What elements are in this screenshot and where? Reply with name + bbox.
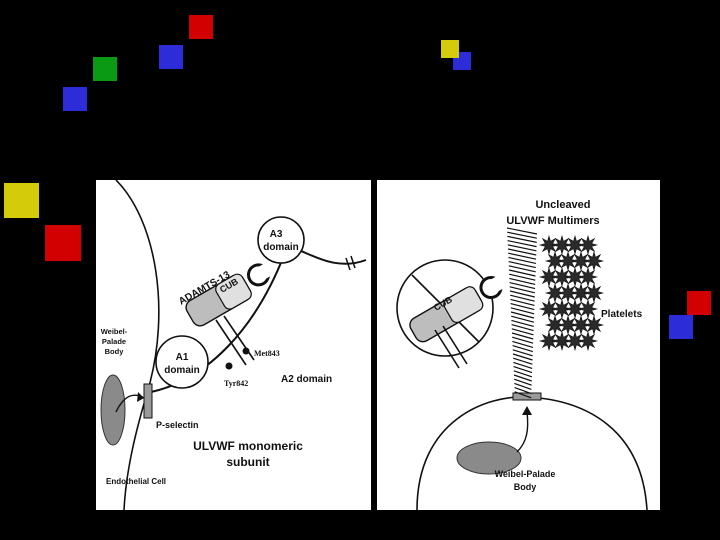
right-diagram-panel: Uncleaved ULVWF Multimers CUB Platelets … bbox=[377, 180, 660, 510]
p-selectin-label: P-selectin bbox=[156, 420, 199, 430]
wp-label-3: Body bbox=[105, 347, 125, 356]
platelet-star bbox=[585, 252, 603, 270]
platelet-star bbox=[579, 236, 597, 254]
decor-square-red-3 bbox=[687, 291, 711, 315]
met843-label: Met843 bbox=[254, 349, 280, 358]
wp-right-label-2: Body bbox=[514, 482, 537, 492]
met843-site bbox=[243, 348, 250, 355]
platelets-label: Platelets bbox=[601, 309, 643, 320]
ulvwf-multimer-hatch bbox=[507, 228, 537, 398]
right-diagram-svg: Uncleaved ULVWF Multimers CUB Platelets … bbox=[377, 180, 660, 510]
decor-square-blue-1 bbox=[159, 45, 183, 69]
decor-square-yellow-small bbox=[441, 40, 459, 58]
uncleaved-label-1: Uncleaved bbox=[535, 199, 590, 211]
endothelial-label: Endothelial Cell bbox=[106, 477, 166, 486]
decor-square-red-1 bbox=[189, 15, 213, 39]
a1-label-1: A1 bbox=[176, 352, 189, 363]
p-selectin-anchor bbox=[144, 384, 152, 418]
weibel-palade-body bbox=[101, 375, 125, 445]
wp-label-1: Weibel- bbox=[101, 327, 128, 336]
adamts13-molecule-right bbox=[407, 270, 510, 345]
decor-square-blue-2 bbox=[63, 87, 87, 111]
platelet-star bbox=[579, 268, 597, 286]
tyr842-label: Tyr842 bbox=[224, 379, 248, 388]
left-diagram-panel: ADAMTS-13 CUB A3 domain A1 domain Met843… bbox=[96, 180, 371, 510]
tyr842-site bbox=[226, 363, 233, 370]
left-diagram-svg: ADAMTS-13 CUB A3 domain A1 domain Met843… bbox=[96, 180, 371, 510]
platelet-star bbox=[585, 284, 603, 302]
decor-square-blue-3 bbox=[669, 315, 693, 339]
decor-square-red-2 bbox=[45, 225, 81, 261]
cell-membrane-right bbox=[417, 397, 647, 510]
ulvwf-label-1: ULVWF monomeric bbox=[193, 439, 303, 453]
platelet-star bbox=[579, 300, 597, 318]
a3-label-1: A3 bbox=[270, 229, 283, 240]
platelet-star bbox=[579, 332, 597, 350]
wp-label-2: Palade bbox=[102, 337, 126, 346]
decor-square-green bbox=[93, 57, 117, 81]
ulvwf-label-2: subunit bbox=[226, 455, 269, 469]
uncleaved-label-2: ULVWF Multimers bbox=[506, 215, 599, 227]
platelet-cluster bbox=[540, 236, 603, 350]
a3-domain-circle bbox=[258, 217, 304, 263]
a3-label-2: domain bbox=[263, 242, 299, 253]
a2-label: A2 domain bbox=[281, 374, 332, 385]
a1-label-2: domain bbox=[164, 365, 200, 376]
wp-right-label-1: Weibel-Palade bbox=[495, 469, 556, 479]
decor-square-yellow-big bbox=[4, 183, 39, 218]
